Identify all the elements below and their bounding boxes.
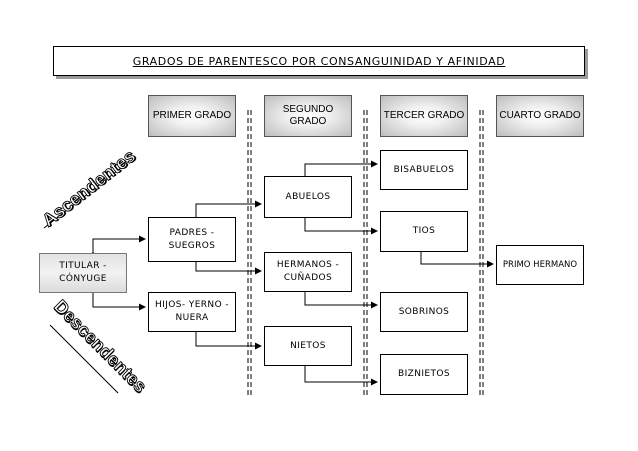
ascendentes-underline bbox=[43, 163, 127, 229]
grade-header-fourth: CUARTO GRADO bbox=[496, 95, 584, 137]
node-abuelos: ABUELOS bbox=[264, 176, 352, 218]
diagram-title-text: GRADOS DE PARENTESCO POR CONSANGUINIDAD … bbox=[132, 54, 506, 68]
node-padres: PADRES - SUEGROS bbox=[148, 217, 236, 262]
grade-header-first: PRIMER GRADO bbox=[148, 95, 236, 137]
arrows bbox=[89, 160, 494, 386]
node-hijos: HIJOS- YERNO - NUERA bbox=[148, 292, 236, 332]
node-nietos: NIETOS bbox=[264, 326, 352, 366]
grade-header-second: SEGUNDO GRADO bbox=[264, 95, 352, 137]
node-titular: TITULAR - CÓNYUGE bbox=[39, 253, 127, 293]
grade-header-third: TERCER GRADO bbox=[380, 95, 468, 137]
diagram-title: GRADOS DE PARENTESCO POR CONSANGUINIDAD … bbox=[53, 46, 585, 76]
node-bisabuelos: BISABUELOS bbox=[380, 150, 468, 190]
node-sobrinos: SOBRINOS bbox=[380, 292, 468, 332]
node-primo-hermano: PRIMO HERMANO bbox=[496, 245, 584, 285]
descendentes-underline bbox=[49, 324, 119, 394]
node-tios: TIOS bbox=[380, 211, 468, 252]
node-biznietos: BIZNIETOS bbox=[380, 354, 468, 395]
node-hermanos: HERMANOS - CUÑADOS bbox=[264, 252, 352, 292]
